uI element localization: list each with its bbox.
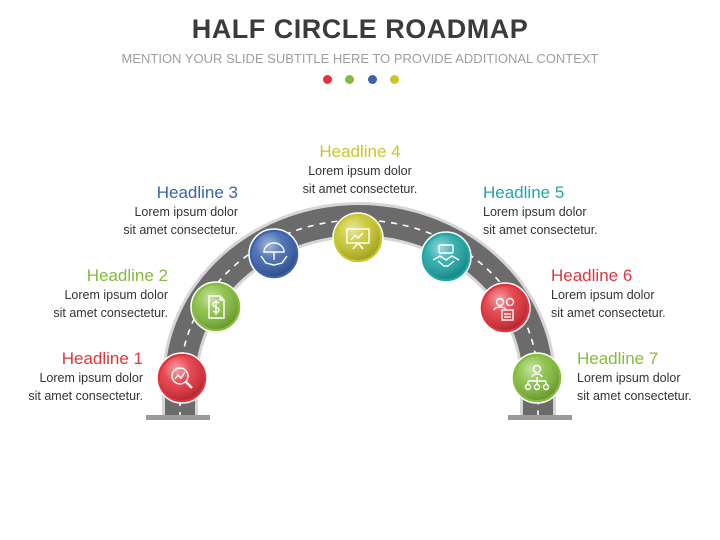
milestone-text-line2: sit amet consectetur. bbox=[53, 306, 168, 320]
road-base-left bbox=[146, 415, 210, 420]
milestone-headline: Headline 2 bbox=[86, 266, 168, 285]
milestone-text-line1: Lorem ipsum dolor bbox=[483, 205, 587, 219]
decor-dot bbox=[368, 75, 377, 84]
milestone-label-7: Headline 7 Lorem ipsum dolor sit amet co… bbox=[577, 349, 717, 405]
magnifier-chart-icon bbox=[171, 367, 193, 389]
milestone-badge bbox=[332, 212, 384, 264]
slide-subtitle: MENTION YOUR SLIDE SUBTITLE HERE TO PROV… bbox=[121, 51, 599, 66]
milestone-headline: Headline 1 bbox=[61, 349, 143, 368]
milestone-text-line1: Lorem ipsum dolor bbox=[308, 164, 412, 178]
milestone-label-2: Headline 2 Lorem ipsum dolor sit amet co… bbox=[0, 266, 168, 322]
milestone-text-line1: Lorem ipsum dolor bbox=[64, 288, 168, 302]
milestone-headline: Headline 3 bbox=[156, 183, 238, 202]
milestone-label-4: Headline 4 Lorem ipsum dolor sit amet co… bbox=[260, 142, 460, 198]
road-base-right bbox=[508, 415, 572, 420]
milestone-text-line2: sit amet consectetur. bbox=[28, 389, 143, 403]
decor-dot bbox=[390, 75, 399, 84]
milestone-headline: Headline 7 bbox=[577, 349, 659, 368]
milestone-badge bbox=[420, 231, 472, 283]
dollar-document-icon bbox=[208, 295, 225, 319]
decor-dot bbox=[323, 75, 332, 84]
milestone-text-line2: sit amet consectetur. bbox=[483, 223, 598, 237]
decor-dot bbox=[345, 75, 354, 84]
slide-title: HALF CIRCLE ROADMAP bbox=[191, 14, 529, 44]
milestone-text-line2: sit amet consectetur. bbox=[302, 182, 418, 196]
milestone-badge bbox=[511, 352, 563, 404]
milestone-text-line1: Lorem ipsum dolor bbox=[551, 288, 655, 302]
milestone-badge bbox=[479, 282, 531, 334]
presentation-board-icon bbox=[346, 228, 370, 250]
org-hierarchy-icon bbox=[524, 364, 550, 391]
milestone-badge bbox=[156, 352, 208, 404]
milestone-headline: Headline 6 bbox=[551, 266, 633, 285]
milestone-label-3: Headline 3 Lorem ipsum dolor sit amet co… bbox=[38, 183, 238, 239]
milestone-text-line1: Lorem ipsum dolor bbox=[577, 371, 681, 385]
milestone-badge bbox=[190, 281, 242, 333]
milestone-text-line2: sit amet consectetur. bbox=[551, 306, 666, 320]
milestone-headline: Headline 4 bbox=[319, 142, 401, 161]
handshake-icon bbox=[432, 244, 460, 267]
umbrella-hands-icon bbox=[260, 242, 288, 266]
milestone-badge bbox=[248, 228, 300, 280]
milestone-text-line1: Lorem ipsum dolor bbox=[134, 205, 238, 219]
milestone-label-6: Headline 6 Lorem ipsum dolor sit amet co… bbox=[551, 266, 720, 322]
milestone-label-5: Headline 5 Lorem ipsum dolor sit amet co… bbox=[483, 183, 683, 239]
milestone-text-line1: Lorem ipsum dolor bbox=[39, 371, 143, 385]
milestone-label-1: Headline 1 Lorem ipsum dolor sit amet co… bbox=[0, 349, 143, 405]
milestone-text-line2: sit amet consectetur. bbox=[123, 223, 238, 237]
milestone-text-line2: sit amet consectetur. bbox=[577, 389, 692, 403]
milestone-headline: Headline 5 bbox=[483, 183, 565, 202]
user-document-icon bbox=[493, 297, 515, 321]
